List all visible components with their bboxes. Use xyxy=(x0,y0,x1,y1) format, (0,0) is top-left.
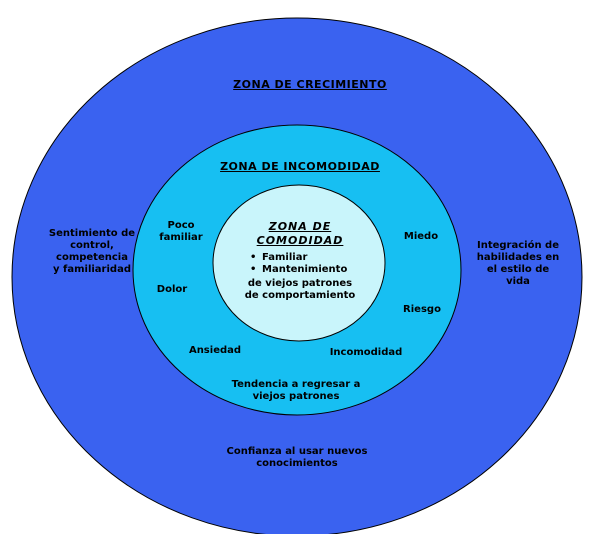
list-item: • Mantenimiento xyxy=(240,264,370,276)
inner-zone-title-line2: COMODIDAD xyxy=(256,234,344,247)
list-item: • Familiar xyxy=(240,252,370,264)
label-tendencia-line2: viejos patrones xyxy=(252,391,340,402)
label-poco: Poco xyxy=(167,220,195,231)
label-growth-left-4: y familiaridad xyxy=(53,264,131,275)
label-growth-bottom-2: conocimientos xyxy=(256,458,338,469)
comfort-list: • Familiar • Mantenimiento xyxy=(240,252,370,276)
label-growth-left: Sentimiento de control, competencia y fa… xyxy=(42,228,142,276)
label-poco-familiar: Poco familiar xyxy=(155,220,207,244)
label-growth-right-3: el estilo de xyxy=(486,264,550,275)
bullet-icon: • xyxy=(250,264,257,275)
outer-zone-title: ZONA DE CRECIMIENTO xyxy=(233,78,387,91)
comfort-item-cont-1: de viejos patrones xyxy=(247,278,353,289)
label-incomodidad: Incomodidad xyxy=(329,347,403,358)
comfort-item-mantenimiento: Mantenimiento xyxy=(262,264,348,275)
label-growth-right-4: vida xyxy=(506,276,530,287)
label-growth-right-1: Integración de xyxy=(476,240,559,251)
label-tendencia: Tendencia a regresar a viejos patrones xyxy=(218,379,374,403)
label-dolor: Dolor xyxy=(156,284,188,295)
label-growth-bottom-1: Confianza al usar nuevos xyxy=(226,446,368,457)
comfort-item-familiar: Familiar xyxy=(262,252,308,263)
inner-zone-title-line1: ZONA DE xyxy=(268,220,332,233)
label-miedo: Miedo xyxy=(403,231,439,242)
label-growth-left-1: Sentimiento de xyxy=(48,228,136,239)
label-growth-left-2: control, xyxy=(70,240,114,251)
bullet-icon: • xyxy=(250,252,257,263)
label-tendencia-line1: Tendencia a regresar a xyxy=(231,379,361,390)
label-growth-left-3: competencia xyxy=(56,252,128,263)
label-riesgo: Riesgo xyxy=(403,304,441,315)
label-growth-right-2: habilidades en xyxy=(476,252,560,263)
inner-zone-title: ZONA DE COMODIDAD xyxy=(240,220,360,248)
label-growth-right: Integración de habilidades en el estilo … xyxy=(468,240,568,288)
label-familiar: familiar xyxy=(159,232,203,243)
comfort-item-cont-2: de comportamiento xyxy=(244,290,356,301)
inner-zone-circle xyxy=(212,184,386,342)
label-ansiedad: Ansiedad xyxy=(188,345,242,356)
label-growth-bottom: Confianza al usar nuevos conocimientos xyxy=(212,446,382,470)
middle-zone-title: ZONA DE INCOMODIDAD xyxy=(220,160,380,173)
